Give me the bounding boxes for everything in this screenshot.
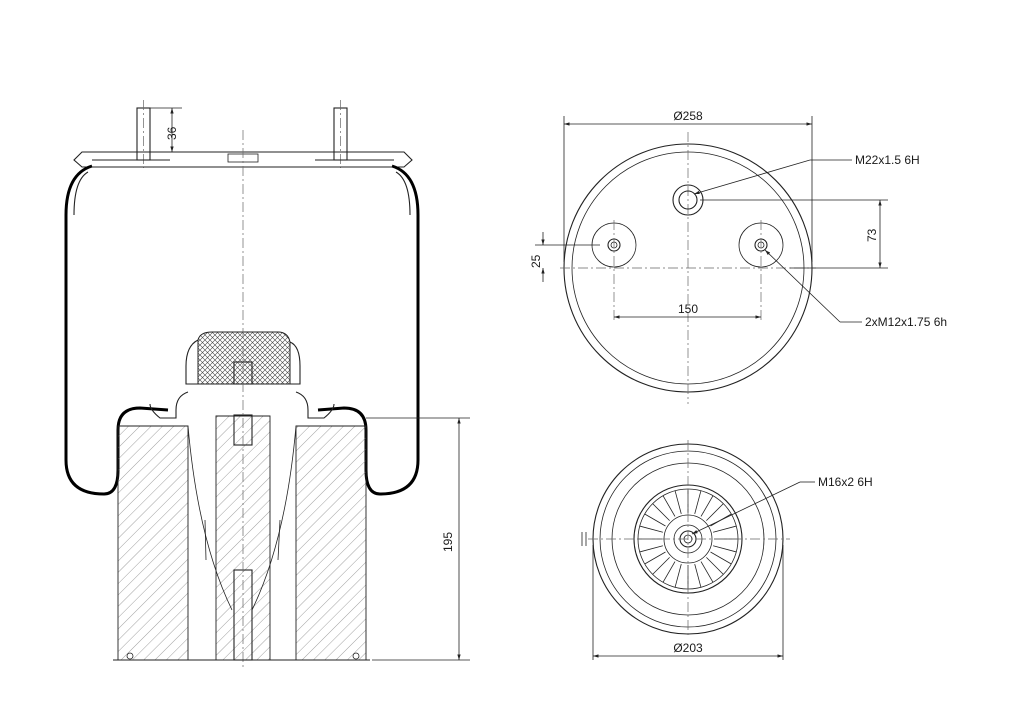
piston-rib — [706, 557, 724, 575]
piston-rib — [694, 564, 702, 588]
label-top-thread: M22x1.5 6H — [855, 153, 920, 167]
bottom-view: Ø203 M16x2 6H — [581, 440, 873, 660]
piston-rib — [700, 495, 714, 517]
label-stud-threads: 2xM12x1.75 6h — [865, 315, 947, 329]
piston-rib — [652, 503, 670, 521]
dim-offset-25: 25 — [529, 254, 543, 268]
piston-rib — [674, 564, 682, 588]
label-piston-thread: M16x2 6H — [818, 475, 873, 489]
dim-piston-height: 195 — [441, 532, 455, 552]
piston-body — [117, 425, 189, 661]
piston-rib — [662, 495, 676, 517]
piston-rib — [644, 513, 666, 527]
dim-stud-spacing: 150 — [678, 302, 698, 316]
piston-rib — [639, 525, 663, 533]
top-plate — [73, 151, 413, 168]
piston-rib — [700, 561, 714, 583]
bump-stop — [197, 331, 291, 385]
rubber-bellow — [64, 164, 420, 496]
piston-rib — [713, 525, 737, 533]
piston-rib — [710, 551, 732, 565]
dim-stud-length: 36 — [165, 126, 179, 140]
piston-rib — [706, 503, 724, 521]
dim-offset-73: 73 — [865, 228, 879, 242]
piston-rib — [639, 545, 663, 553]
piston-rib — [713, 545, 737, 553]
piston-rib — [644, 551, 666, 565]
dim-piston-diameter: Ø203 — [673, 641, 703, 655]
piston-rib — [652, 557, 670, 575]
section-view: 36 195 — [64, 100, 470, 670]
piston-rib — [662, 561, 676, 583]
top-view: Ø258 M22x1.5 6H 73 25 150 2xM12x1.75 6h — [529, 109, 947, 404]
dim-top-diameter: Ø258 — [673, 109, 703, 123]
piston-rib — [694, 490, 702, 514]
piston-rib — [674, 490, 682, 514]
